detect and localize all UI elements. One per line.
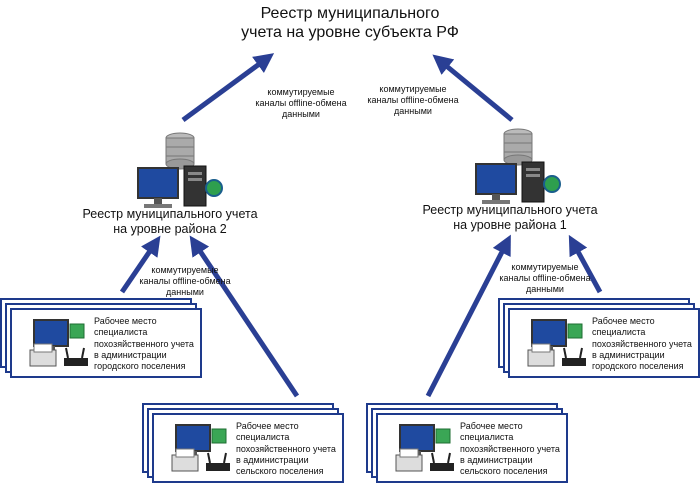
arrow-city1-to-region1	[568, 234, 603, 294]
workstation-icon	[527, 319, 586, 367]
arrow-rural1-to-region1	[425, 234, 511, 398]
workstation-icon	[171, 424, 230, 472]
top-registry-label: Реестр муниципального учета на уровне су…	[241, 5, 459, 42]
arrow-city2-to-region2	[119, 235, 161, 294]
server-pc-icon-region1	[475, 128, 561, 204]
workstation-icon	[395, 424, 454, 472]
workstation-icon	[29, 319, 88, 367]
arrow-region2-to-top	[181, 53, 275, 123]
arrow-region1-to-top	[432, 54, 514, 122]
server-pc-icon-region2	[137, 132, 223, 208]
arrow-rural2-to-region2	[189, 235, 300, 398]
